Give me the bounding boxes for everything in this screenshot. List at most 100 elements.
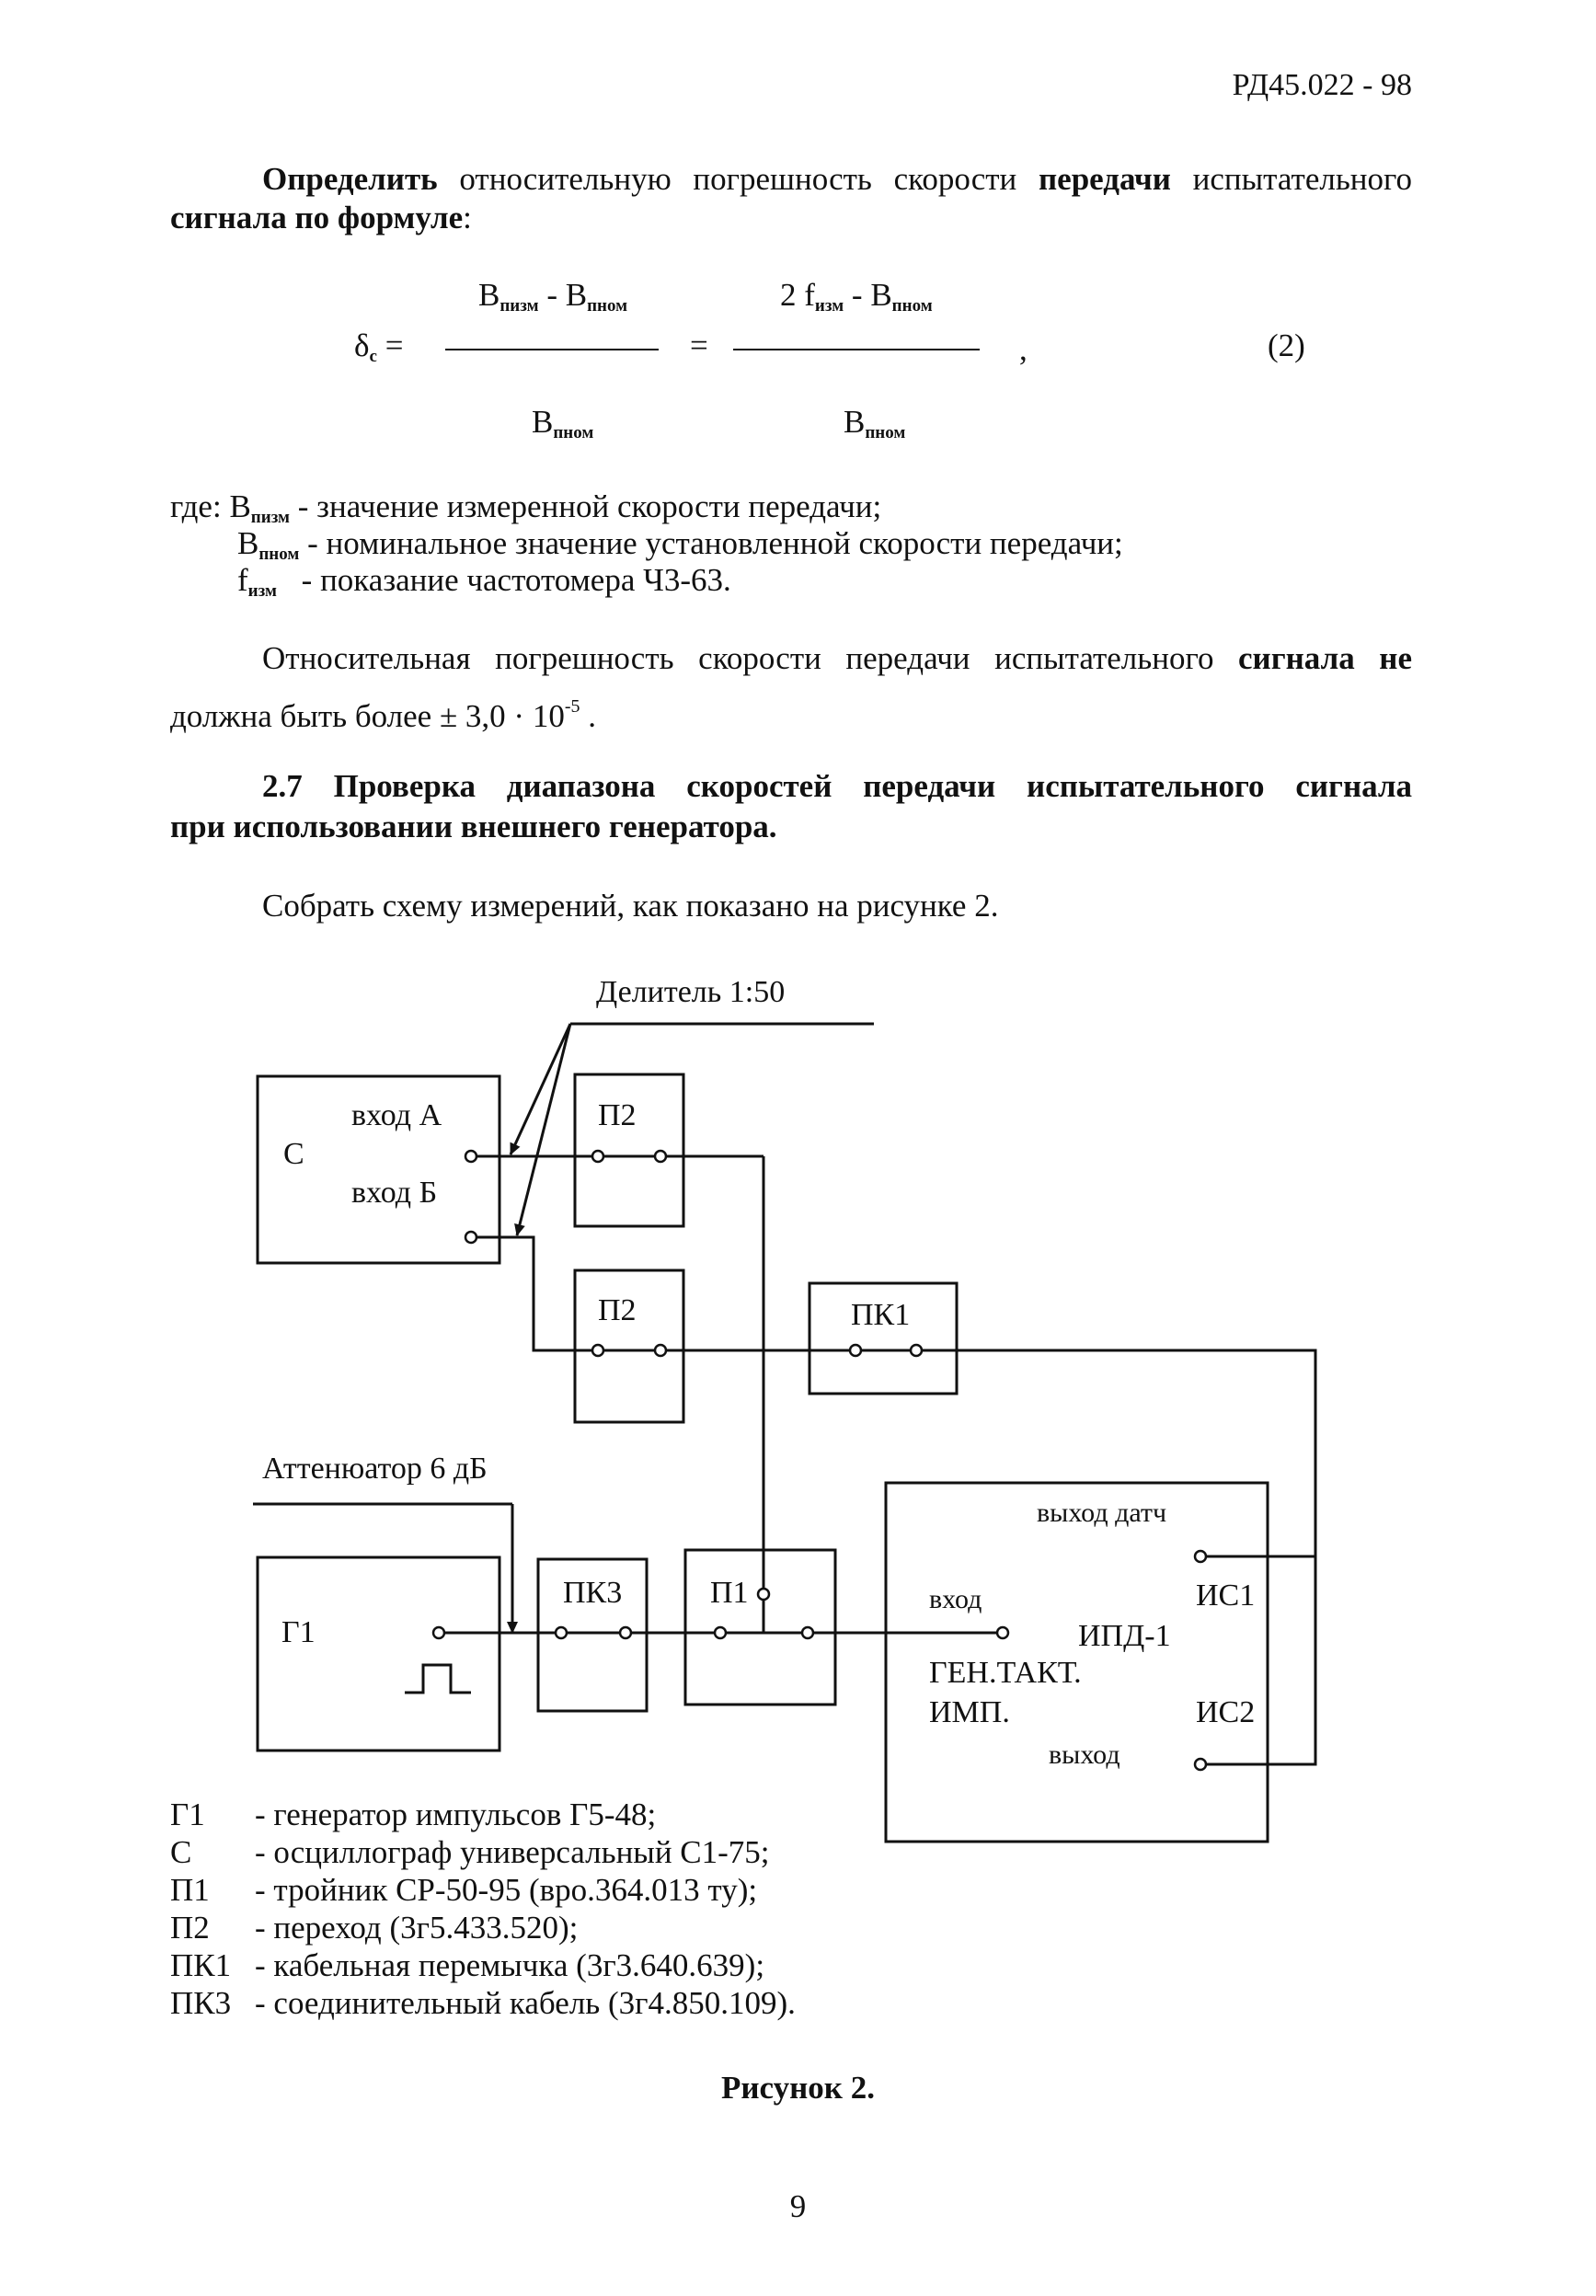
tolerance-word: погрешность [495, 640, 674, 676]
terminal [653, 1149, 668, 1164]
where-subscript: пизм [250, 508, 290, 527]
jumper-pk1-label: ПК1 [851, 1298, 911, 1332]
intro-word: испытательного [1192, 161, 1412, 197]
divider-arrow-b [514, 1023, 572, 1236]
terminal [909, 1343, 924, 1358]
formula-equals-2: = [690, 327, 708, 363]
section-word: передачи [863, 768, 996, 804]
section-heading-line-1: 2.7 Проверка диапазона скоростей передач… [262, 765, 1412, 808]
where-text: - значение измеренной скорости передачи; [297, 488, 882, 524]
where-subscript: изм [247, 581, 277, 601]
legend-code: С [170, 1834, 192, 1870]
figure-caption: Рисунок 2. [721, 2070, 875, 2106]
where-symbol: B [237, 525, 259, 561]
tolerance-word: Относительная [262, 640, 471, 676]
tolerance-word: скорости [698, 640, 821, 676]
tolerance-word: не [1379, 640, 1412, 676]
fraction-line-1 [445, 349, 659, 350]
terminal-generator-out [431, 1625, 446, 1640]
tolerance-text: должна быть более ± 3,0 · 10 [170, 698, 565, 734]
section-word: Проверка [333, 768, 476, 804]
tolerance-word: испытательного [994, 640, 1214, 676]
page-number: 9 [789, 2188, 807, 2224]
tee-p1-box [683, 1548, 837, 1706]
wire-pk1-to-sensor-out [916, 1349, 1317, 1558]
jumper-pk1-box [808, 1281, 959, 1395]
formula-subscript: пном [891, 296, 933, 316]
adapter-p2-bottom-box [573, 1269, 685, 1424]
tolerance-line-2: должна быть более ± 3,0 · 10-5 . [170, 685, 596, 738]
legend-item: ПК1- кабельная перемычка (3г3.640.639); [170, 1945, 764, 1987]
formula-subscript: пизм [499, 296, 539, 316]
formula-symbol: B [844, 404, 866, 440]
oscilloscope-input-b-label: вход Б [351, 1176, 438, 1210]
oscilloscope-input-a-label: вход А [351, 1098, 442, 1132]
legend-text: - переход (3г5.433.520); [255, 1910, 579, 1946]
formula-symbol: - B [538, 277, 588, 313]
oscilloscope-name: С [283, 1137, 304, 1171]
where-symbol: f [237, 562, 248, 598]
formula-equals: = [385, 327, 404, 363]
fraction-line-2 [733, 349, 980, 350]
tolerance-period: . [580, 698, 597, 734]
legend-code: ПК1 [170, 1947, 232, 1983]
where-item-2: Bпном - номинальное значение установленн… [237, 522, 1123, 576]
tolerance-exponent: -5 [564, 696, 580, 717]
terminal-p1-branch [756, 1587, 771, 1601]
intro-bold-text: сигнала по формуле [170, 200, 464, 235]
where-item-1: где: Bпизм - значение измеренной скорост… [170, 486, 881, 539]
formula-symbol: B [478, 277, 500, 313]
formula-numerator-2: 2 fизм - Bпном [780, 274, 933, 327]
legend-item: ПК3- соединительный кабель (3г4.850.109)… [170, 1982, 796, 2025]
legend-text: - тройник СР-50-95 (вро.364.013 ту); [255, 1872, 758, 1908]
legend-item: Г1 - генератор импульсов Г5-48; [170, 1794, 656, 1836]
terminal [591, 1343, 605, 1358]
ipd-is1-label: ИС1 [1196, 1578, 1256, 1613]
wire-input-b [477, 1235, 598, 1352]
section-heading-line-2: при использовании внешнего генератора. [170, 809, 777, 844]
terminal-ipd-output [1193, 1757, 1208, 1772]
generator-g1-box [256, 1556, 501, 1752]
generator-name: Г1 [281, 1615, 316, 1649]
divider-label: Делитель 1:50 [596, 975, 786, 1009]
legend-code: Г1 [170, 1797, 205, 1832]
wire-output-loop [1200, 1556, 1317, 1766]
intro-word: Определить [262, 161, 438, 197]
legend-code: П1 [170, 1872, 210, 1908]
tolerance-word: передачи [845, 640, 970, 676]
tolerance-word: сигнала [1238, 640, 1355, 676]
cable-pk3-box [536, 1557, 649, 1713]
legend-text: - генератор импульсов Г5-48; [255, 1797, 657, 1832]
instruction: Собрать схему измерений, как показано на… [262, 888, 999, 924]
formula-comma: , [1019, 331, 1028, 367]
tolerance-line-1: Относительная погрешность скорости перед… [262, 637, 1412, 680]
where-text: - показание частотомера Ч3-63. [301, 562, 731, 598]
where-subscript: пном [258, 545, 300, 564]
adapter-p2-top-label: П2 [598, 1098, 637, 1132]
section-word: испытательного [1027, 768, 1265, 804]
formula-numerator-1: Bпизм - Bпном [478, 274, 627, 327]
legend-item: С - осциллограф универсальный С1-75; [170, 1831, 770, 1874]
attenuator-label: Аттенюатор 6 дБ [262, 1452, 488, 1486]
terminal-input-a [464, 1149, 478, 1164]
section-number: 2.7 [262, 768, 303, 804]
ipd-output-label: выход [1049, 1739, 1120, 1770]
terminal [848, 1343, 863, 1358]
legend-text: - соединительный кабель (3г4.850.109). [255, 1985, 796, 2021]
section-word: диапазона [506, 768, 656, 804]
terminal [554, 1625, 568, 1640]
where-symbol: B [229, 488, 251, 524]
document-code: РД45.022 - 98 [1232, 68, 1412, 102]
legend-text: - осциллограф универсальный С1-75; [255, 1834, 770, 1870]
formula-lhs: δс = [354, 325, 403, 378]
terminal [618, 1625, 633, 1640]
legend-code: П2 [170, 1910, 210, 1946]
ipd-sensor-output-label: выход датч [1037, 1498, 1167, 1528]
intro-word: относительную [459, 161, 672, 197]
divider-arrow-a [509, 1023, 572, 1155]
section-word: сигнала [1295, 768, 1413, 804]
intro-word: передачи [1039, 161, 1171, 197]
formula-symbol: B [532, 404, 554, 440]
legend-item: П1 - тройник СР-50-95 (вро.364.013 ту); [170, 1869, 757, 1911]
formula-subscript: пном [587, 296, 628, 316]
